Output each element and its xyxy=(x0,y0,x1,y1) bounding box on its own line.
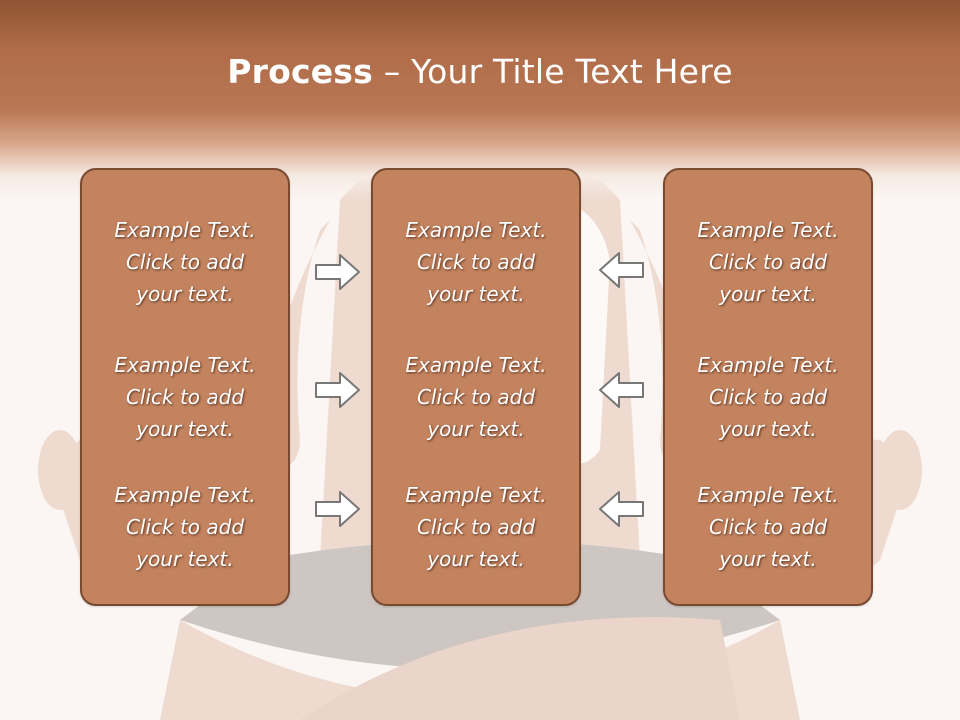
text-line: Example Text. xyxy=(405,353,547,377)
arrow-right-icon xyxy=(315,491,360,527)
text-line: Example Text. xyxy=(697,353,839,377)
text-block[interactable]: Example Text. Click to add your text. xyxy=(82,349,288,445)
text-block[interactable]: Example Text. Click to add your text. xyxy=(665,479,871,575)
text-block[interactable]: Example Text. Click to add your text. xyxy=(82,479,288,575)
text-line: your text. xyxy=(427,417,525,441)
text-line: Example Text. xyxy=(114,483,256,507)
arrow-left-icon xyxy=(599,252,644,288)
arrow-right-icon xyxy=(315,372,360,408)
text-line: your text. xyxy=(136,282,234,306)
text-line: Click to add xyxy=(416,515,536,539)
text-line: Example Text. xyxy=(114,218,256,242)
process-box-left[interactable]: Example Text. Click to add your text. Ex… xyxy=(80,168,290,606)
text-line: Click to add xyxy=(125,250,245,274)
text-line: your text. xyxy=(136,547,234,571)
text-line: Click to add xyxy=(416,250,536,274)
title-rest: Your Title Text Here xyxy=(411,52,733,91)
process-box-center[interactable]: Example Text. Click to add your text. Ex… xyxy=(371,168,581,606)
text-block[interactable]: Example Text. Click to add your text. xyxy=(665,349,871,445)
text-line: Example Text. xyxy=(405,218,547,242)
arrow-left-icon xyxy=(599,372,644,408)
text-line: Example Text. xyxy=(697,218,839,242)
text-block[interactable]: Example Text. Click to add your text. xyxy=(373,479,579,575)
process-box-right[interactable]: Example Text. Click to add your text. Ex… xyxy=(663,168,873,606)
arrow-left-icon xyxy=(599,491,644,527)
text-line: your text. xyxy=(719,282,817,306)
text-line: Example Text. xyxy=(405,483,547,507)
arrow-right-icon xyxy=(315,254,360,290)
text-block[interactable]: Example Text. Click to add your text. xyxy=(82,214,288,310)
header-band xyxy=(0,0,960,200)
text-line: Click to add xyxy=(125,515,245,539)
text-line: Click to add xyxy=(708,385,828,409)
text-line: Click to add xyxy=(416,385,536,409)
text-line: your text. xyxy=(427,282,525,306)
text-line: your text. xyxy=(136,417,234,441)
text-line: Click to add xyxy=(708,250,828,274)
title-dash: – xyxy=(373,52,412,91)
text-line: your text. xyxy=(719,547,817,571)
text-block[interactable]: Example Text. Click to add your text. xyxy=(665,214,871,310)
text-line: your text. xyxy=(427,547,525,571)
text-line: your text. xyxy=(719,417,817,441)
title-bold: Process xyxy=(227,52,373,91)
text-line: Example Text. xyxy=(697,483,839,507)
text-line: Click to add xyxy=(708,515,828,539)
text-line: Click to add xyxy=(125,385,245,409)
text-block[interactable]: Example Text. Click to add your text. xyxy=(373,349,579,445)
text-block[interactable]: Example Text. Click to add your text. xyxy=(373,214,579,310)
slide-title[interactable]: Process – Your Title Text Here xyxy=(0,52,960,91)
text-line: Example Text. xyxy=(114,353,256,377)
